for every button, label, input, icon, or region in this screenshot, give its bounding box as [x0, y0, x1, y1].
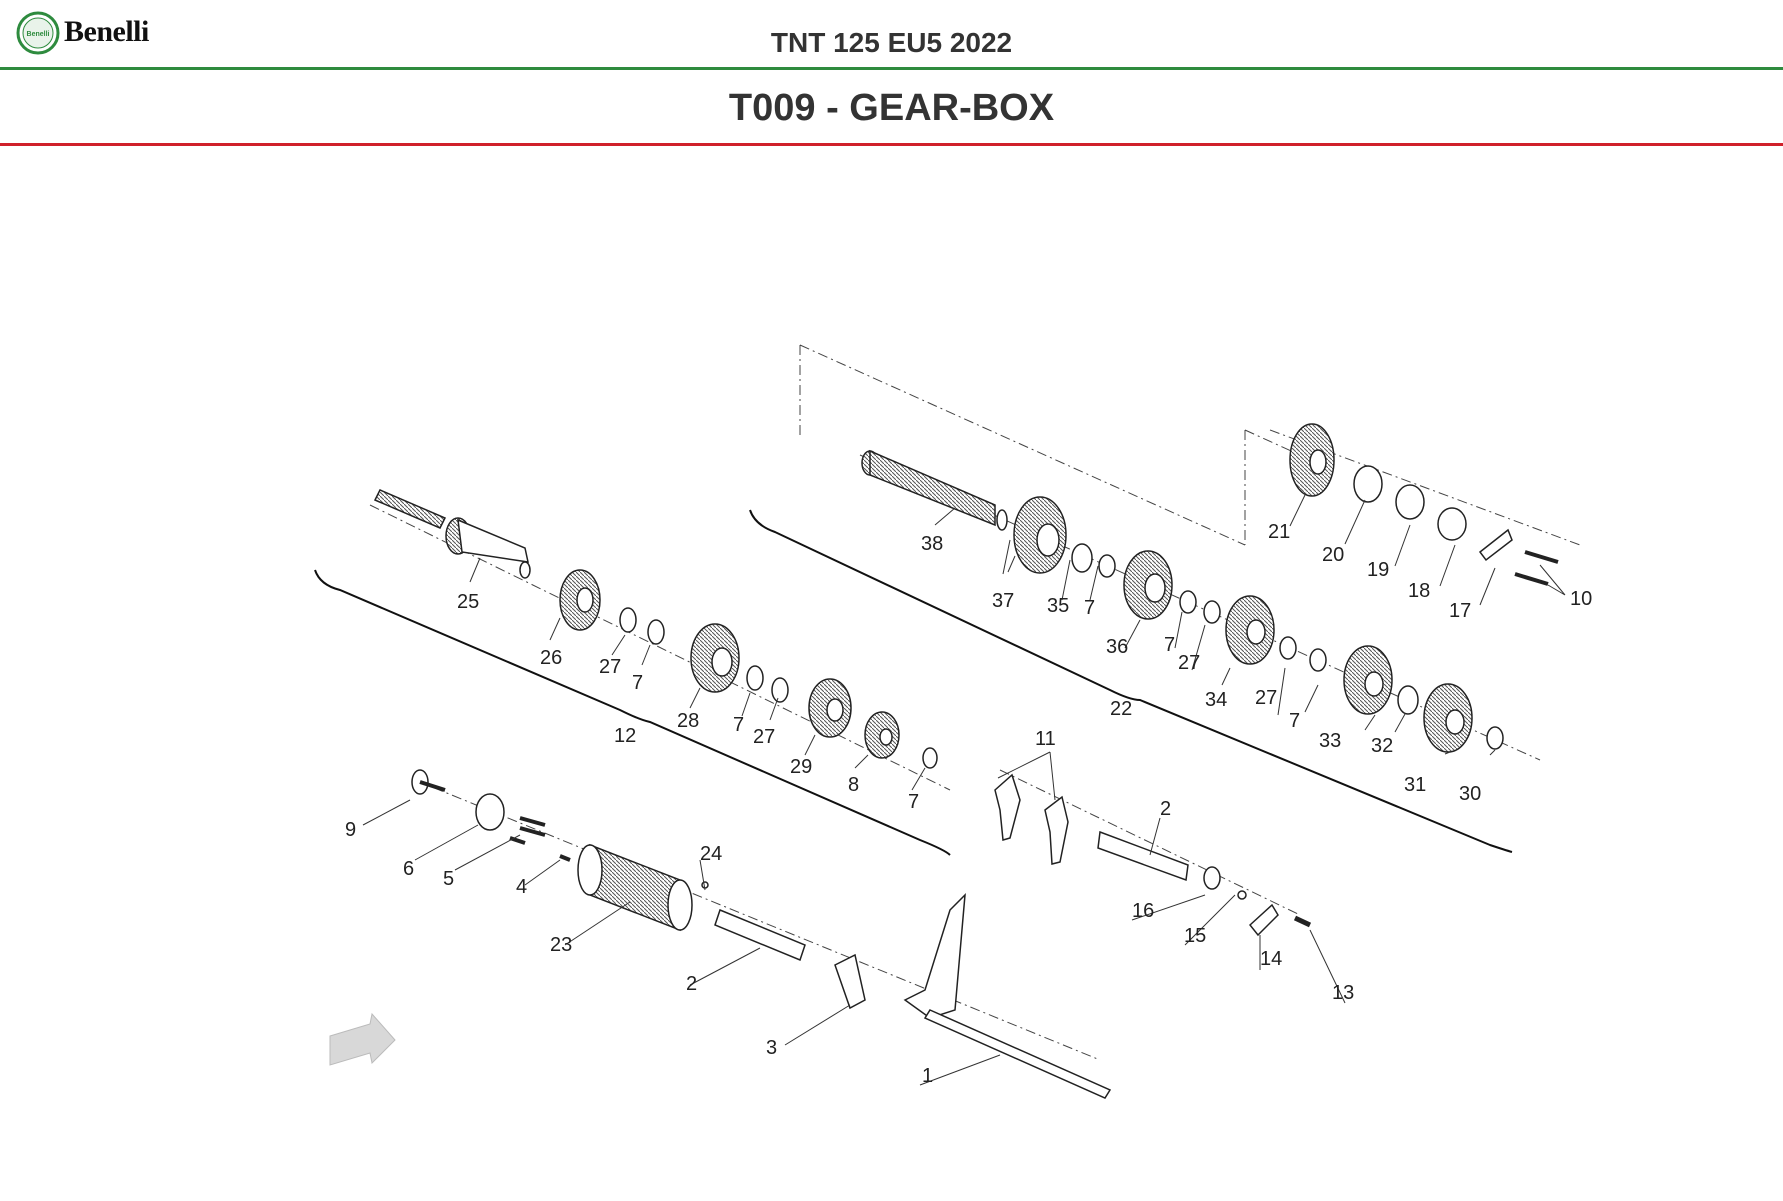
callout-37: 37: [992, 590, 1014, 612]
callout-9: 9: [345, 819, 356, 841]
callout-7-e: 7: [1164, 634, 1175, 656]
fork-shaft-axis: [999, 769, 1301, 916]
header-divider-red: [0, 143, 1783, 146]
callout-7-c: 7: [908, 791, 919, 813]
callout-5: 5: [443, 868, 454, 890]
callout-30: 30: [1459, 783, 1481, 805]
callout-20: 20: [1322, 544, 1344, 566]
callout-6: 6: [403, 858, 414, 880]
callout-27-c: 27: [1178, 652, 1200, 674]
section-title: T009 - GEAR-BOX: [728, 87, 1055, 129]
callout-19: 19: [1367, 559, 1389, 581]
counter-shaft: [861, 449, 1008, 531]
callout-18: 18: [1408, 580, 1430, 602]
page-header: Benelli Benelli TNT 125 EU5 2022: [0, 0, 1783, 70]
model-title: TNT 125 EU5 2022: [770, 27, 1013, 58]
callout-labels: 1 2 2 3 4 5 6 7 7 7 7 7 7 8 9 10 11 12 1…: [345, 521, 1592, 1087]
shift-fork-assembly: [714, 773, 1312, 1099]
callout-10: 10: [1570, 588, 1592, 610]
callout-16: 16: [1132, 900, 1154, 922]
callout-24: 24: [700, 843, 722, 865]
callout-2-lower: 2: [686, 973, 697, 995]
callout-2-upper: 2: [1160, 798, 1171, 820]
arrow-icon: [329, 1012, 396, 1066]
callout-27-b: 27: [753, 726, 775, 748]
leader-lines: [362, 494, 1566, 1086]
callout-12: 12: [614, 725, 636, 747]
callout-36: 36: [1106, 636, 1128, 658]
sprocket-assembly: [1289, 423, 1559, 586]
callout-22: 22: [1110, 698, 1132, 720]
callout-38: 38: [921, 533, 943, 555]
callout-21: 21: [1268, 521, 1290, 543]
callout-7-f: 7: [1289, 710, 1300, 732]
group-bracket-12: [314, 569, 951, 856]
callout-23: 23: [550, 934, 572, 956]
callout-7-b: 7: [733, 714, 744, 736]
callout-28: 28: [677, 710, 699, 732]
callout-14: 14: [1260, 948, 1282, 970]
callout-25: 25: [457, 591, 479, 613]
callout-11: 11: [1035, 728, 1056, 750]
callout-1: 1: [922, 1065, 933, 1087]
logo-badge-text: Benelli: [27, 31, 50, 38]
brand-name: Benelli: [64, 15, 149, 48]
callout-32: 32: [1371, 735, 1393, 757]
callout-29: 29: [790, 756, 812, 778]
callout-35: 35: [1047, 595, 1069, 617]
benelli-logo: Benelli Benelli: [16, 10, 176, 58]
drum-axis: [414, 779, 1101, 1061]
callout-7-d: 7: [1084, 597, 1095, 619]
callout-17: 17: [1449, 600, 1471, 622]
callout-33: 33: [1319, 730, 1341, 752]
counter-shaft-gears: [1013, 496, 1504, 753]
main-shaft-gears: [559, 569, 938, 769]
callout-27-a: 27: [599, 656, 621, 678]
callout-27-d: 27: [1255, 687, 1277, 709]
callout-13: 13: [1332, 982, 1354, 1004]
callout-15: 15: [1184, 925, 1206, 947]
exploded-view-diagram: 1 2 2 3 4 5 6 7 7 7 7 7 7 8 9 10 11 12 1…: [314, 344, 1592, 1099]
callout-4: 4: [516, 876, 527, 898]
shift-drum: [411, 769, 709, 932]
callout-34: 34: [1205, 689, 1227, 711]
callout-8: 8: [848, 774, 859, 796]
main-shaft: [373, 489, 531, 579]
assembly-frame: [799, 344, 1301, 546]
callout-26: 26: [540, 647, 562, 669]
callout-31: 31: [1404, 774, 1426, 796]
callout-7-a: 7: [632, 672, 643, 694]
group-bracket-22: [749, 509, 1513, 853]
callout-3: 3: [766, 1037, 777, 1059]
header-divider-green: [0, 67, 1783, 70]
benelli-lion-icon: Benelli: [16, 11, 60, 55]
